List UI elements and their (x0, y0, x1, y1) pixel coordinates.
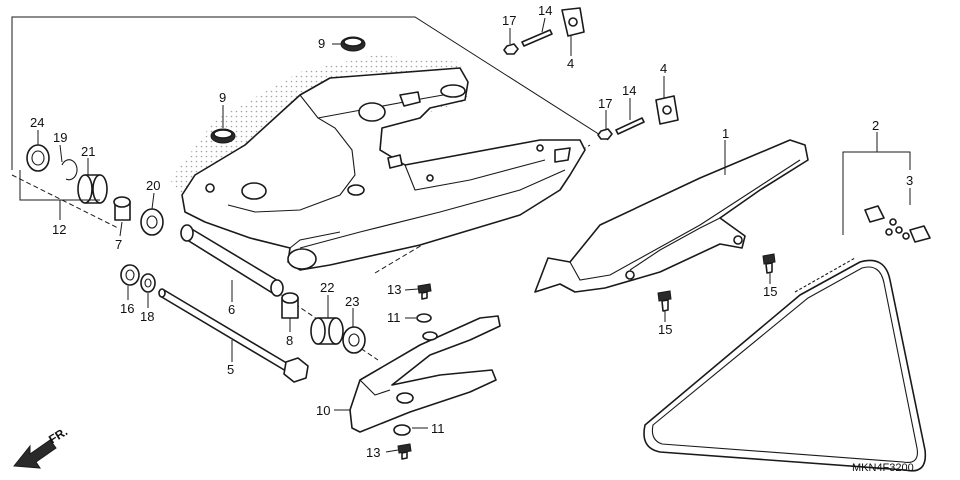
screw-13-top (417, 283, 432, 300)
washer-18 (140, 273, 156, 293)
ref-label-5: 5 (227, 362, 234, 377)
front-direction-arrow: FR. (13, 424, 70, 469)
ref-label-1: 1 (722, 126, 729, 141)
grommet-9-lower (210, 128, 236, 144)
ref-label-17-top: 17 (502, 13, 516, 28)
ref-label-9-top: 9 (318, 36, 325, 51)
grommet-9-top (340, 36, 366, 52)
adjuster-bolt-14-lower (615, 117, 645, 135)
ref-label-20: 20 (146, 178, 160, 193)
ref-label-23: 23 (345, 294, 359, 309)
collar-7 (113, 196, 131, 221)
dust-seal-24 (26, 144, 50, 172)
pivot-collar-6 (180, 224, 284, 297)
ref-label-3: 3 (906, 173, 913, 188)
ref-label-16: 16 (120, 301, 134, 316)
adjuster-plate-4-top (561, 7, 585, 37)
lock-nut-17-lower (597, 128, 613, 140)
collar-11-top (416, 313, 432, 323)
bolt-15-left (657, 290, 672, 312)
ref-label-13-top: 13 (387, 282, 401, 297)
master-link-3 (864, 205, 931, 243)
bearing-23 (342, 326, 366, 354)
ref-label-12: 12 (52, 222, 66, 237)
ref-label-22: 22 (320, 280, 334, 295)
ref-label-2: 2 (872, 118, 879, 133)
ref-label-19: 19 (53, 130, 67, 145)
screw-13-bottom (397, 443, 412, 460)
ref-label-7: 7 (115, 237, 122, 252)
ref-label-9-lower: 9 (219, 90, 226, 105)
reference-labels: 24 19 21 20 12 7 16 18 6 5 8 22 23 9 9 1… (30, 3, 914, 474)
ref-label-21: 21 (81, 144, 95, 159)
pivot-bolt-5 (158, 288, 309, 383)
swingarm (170, 55, 586, 271)
lock-nut-17-top (503, 43, 519, 55)
chain-slider-10 (349, 315, 501, 433)
leader-lines (19, 17, 911, 453)
circlip-19 (61, 159, 78, 181)
adjuster-plate-4-lower (655, 95, 679, 125)
diagram-code: MKN4F3200 (852, 462, 914, 474)
ref-label-14-top: 14 (538, 3, 552, 18)
bearing-20 (140, 208, 164, 236)
ref-label-4-top: 4 (567, 56, 574, 71)
ref-label-18: 18 (140, 309, 154, 324)
ref-label-4-lower: 4 (660, 61, 667, 76)
ref-label-11-top: 11 (387, 310, 401, 325)
ref-label-15-left: 15 (658, 322, 672, 337)
ref-label-8: 8 (286, 333, 293, 348)
bolt-15-right (762, 253, 776, 274)
ref-label-13-bottom: 13 (366, 445, 380, 460)
ref-label-24: 24 (30, 115, 44, 130)
ref-label-15-right: 15 (763, 284, 777, 299)
ref-label-11-bottom: 11 (431, 421, 445, 436)
ref-label-6: 6 (228, 302, 235, 317)
ref-label-10: 10 (316, 403, 330, 418)
ref-label-17-lower: 17 (598, 96, 612, 111)
collar-8 (281, 292, 299, 319)
dust-seal-16 (120, 264, 140, 286)
collar-11-bottom (393, 424, 411, 436)
needle-bearing-22 (310, 317, 344, 345)
adjuster-bolt-14-top (521, 29, 553, 47)
drive-chain-2 (643, 257, 927, 472)
ref-label-14-lower: 14 (622, 83, 636, 98)
needle-bearing-21 (77, 174, 108, 204)
chain-case-1 (534, 139, 809, 293)
